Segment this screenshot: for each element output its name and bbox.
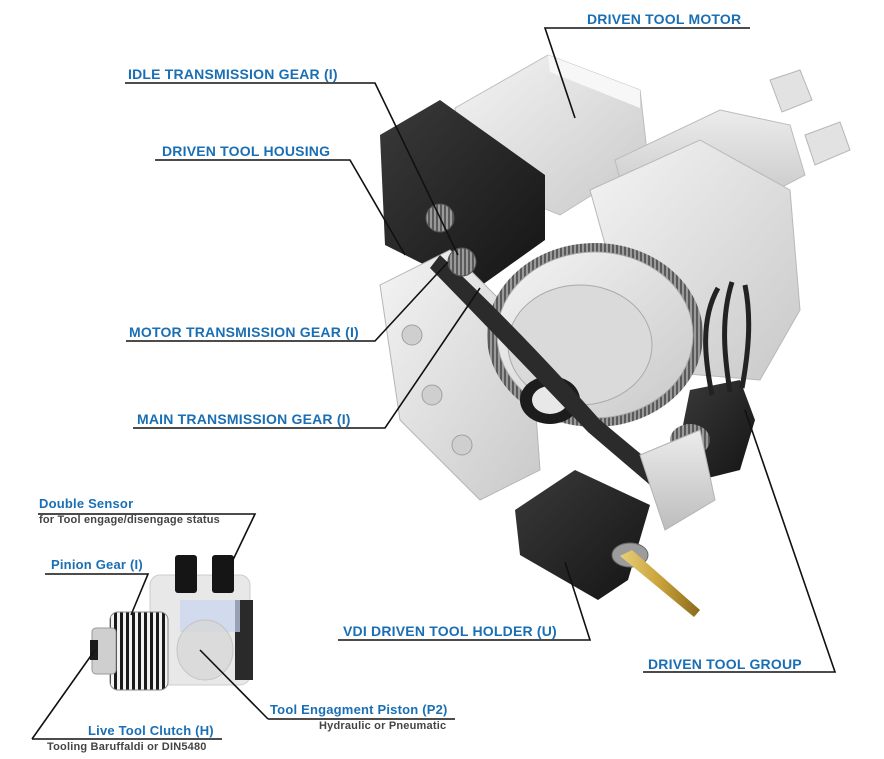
live-tool-clutch-illustration — [90, 555, 253, 691]
turret-assembly-illustration — [379, 54, 851, 617]
label-main-transmission-gear: MAIN TRANSMISSION GEAR (I) — [137, 411, 351, 427]
leader-tool-engagement-piston — [199, 649, 269, 720]
label-driven-tool-motor: DRIVEN TOOL MOTOR — [587, 11, 742, 27]
label-tool-engagement-piston-sub: Hydraulic or Pneumatic — [319, 720, 447, 732]
leader-pinion-gear — [45, 573, 150, 616]
label-live-tool-clutch: Live Tool Clutch (H) — [88, 723, 214, 738]
label-driven-tool-housing: DRIVEN TOOL HOUSING — [162, 143, 331, 159]
label-motor-transmission-gear: MOTOR TRANSMISSION GEAR (I) — [129, 324, 359, 340]
label-double-sensor: Double Sensor — [39, 496, 134, 511]
label-tool-engagement-piston: Tool Engagment Piston (P2) — [270, 702, 448, 717]
label-idle-transmission-gear: IDLE TRANSMISSION GEAR (I) — [128, 66, 338, 82]
leader-double-sensor — [38, 513, 257, 563]
leader-main-transmission-gear — [133, 287, 481, 429]
leader-lines — [31, 27, 837, 740]
label-vdi-driven-tool-holder: VDI DRIVEN TOOL HOLDER (U) — [343, 623, 557, 639]
leader-idle-transmission-gear — [125, 82, 459, 256]
leader-driven-tool-housing — [155, 159, 406, 256]
leader-vdi-driven-tool-holder — [338, 561, 592, 641]
leader-driven-tool-group — [643, 409, 837, 673]
label-double-sensor-sub: for Tool engage/disengage status — [39, 514, 220, 526]
leader-driven-tool-motor — [543, 27, 750, 119]
leader-live-tool-clutch — [31, 649, 96, 740]
leader-motor-transmission-gear — [126, 261, 449, 342]
label-pinion-gear: Pinion Gear (I) — [51, 557, 143, 572]
label-driven-tool-group: DRIVEN TOOL GROUP — [648, 656, 802, 672]
label-live-tool-clutch-sub: Tooling Baruffaldi or DIN5480 — [47, 741, 207, 753]
